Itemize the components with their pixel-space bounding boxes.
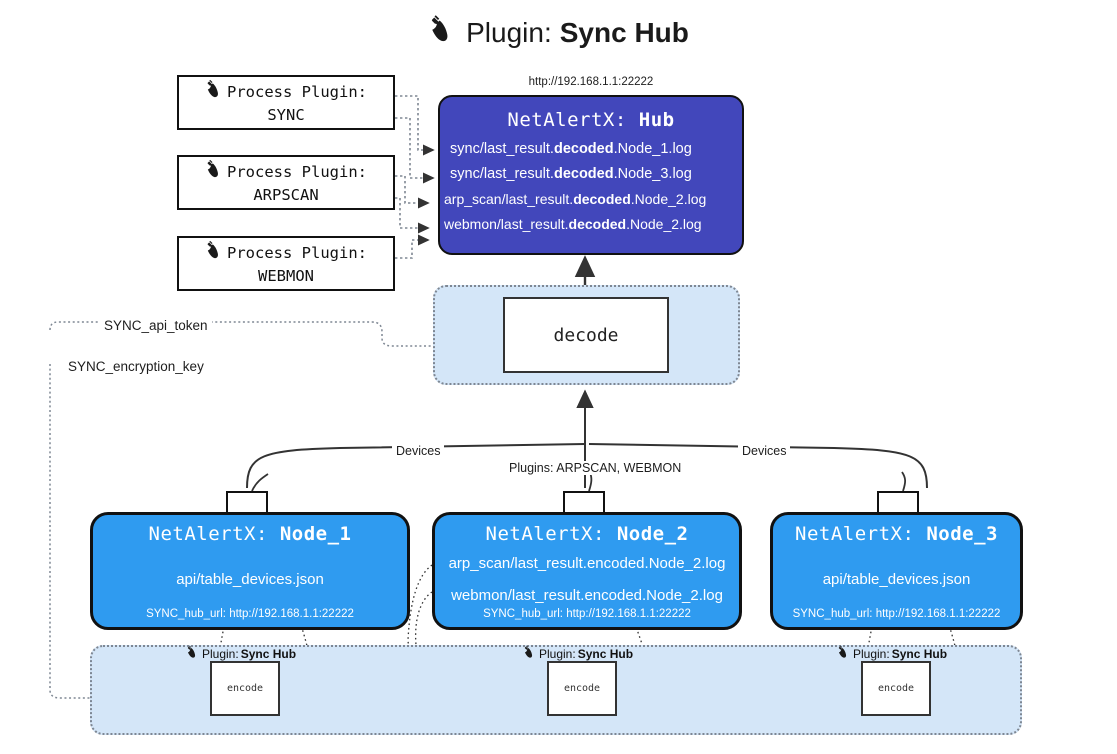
title-name: Sync Hub: [559, 16, 689, 48]
process-plugin-name: SYNC: [267, 106, 305, 124]
process-plugin-webmon-box[interactable]: Process Plugin: WEBMON: [177, 236, 395, 291]
plug-icon: [523, 645, 537, 662]
title-prefix: Plugin:: [466, 16, 552, 48]
edge-label-devices-left: Devices: [392, 444, 445, 458]
process-plugin-name: WEBMON: [258, 267, 314, 285]
node-2-box[interactable]: NetAlertX: Node_2 arp_scan/last_result.e…: [432, 512, 742, 630]
sync-encryption-key-label: SYNC_encryption_key: [64, 359, 208, 374]
node-3-box[interactable]: NetAlertX: Node_3 api/table_devices.json…: [770, 512, 1023, 630]
hub-url-label: http://192.168.1.1:22222: [528, 76, 654, 88]
encode-box-1[interactable]: encode: [210, 661, 280, 716]
node-line: arp_scan/last_result.encoded.Node_2.log: [448, 555, 726, 572]
encode-box-3[interactable]: encode: [861, 661, 931, 716]
plug-icon: [837, 645, 851, 662]
process-plugin-label: Process Plugin:: [227, 162, 367, 181]
hub-log-row: arp_scan/last_result.decoded.Node_2.log: [444, 191, 707, 207]
sync-api-token-label: SYNC_api_token: [100, 318, 212, 333]
node-line: webmon/last_result.encoded.Node_2.log: [451, 587, 723, 604]
process-plugin-label: Process Plugin:: [227, 243, 367, 262]
hub-log-row: sync/last_result.decoded.Node_1.log: [450, 141, 692, 157]
hub-title-prefix: NetAlertX:: [507, 109, 627, 131]
decode-box[interactable]: decode: [503, 297, 669, 373]
plug-icon: [428, 14, 458, 51]
hub-title: NetAlertX: Hub: [440, 109, 742, 131]
node-title: NetAlertX: Node_1: [148, 523, 352, 545]
node-hub-url: SYNC_hub_url: http://192.168.1.1:22222: [792, 608, 1001, 620]
node-line: api/table_devices.json: [176, 571, 324, 588]
encoder-3-plugin-label: Plugin:Sync Hub: [837, 645, 947, 662]
process-plugin-name: ARPSCAN: [253, 186, 319, 204]
hub-node-box[interactable]: NetAlertX: Hub sync/last_result.decoded.…: [438, 95, 744, 255]
hub-log-row: sync/last_result.decoded.Node_3.log: [450, 166, 692, 182]
node-hub-url: SYNC_hub_url: http://192.168.1.1:22222: [146, 608, 354, 620]
edge-label-plugins-center: Plugins: ARPSCAN, WEBMON: [505, 461, 686, 475]
hub-log-row: webmon/last_result.decoded.Node_2.log: [444, 216, 702, 232]
plug-icon: [205, 159, 225, 185]
hub-title-name: Hub: [638, 109, 675, 131]
node-title: NetAlertX: Node_3: [795, 523, 998, 545]
process-plugin-label: Process Plugin:: [227, 82, 367, 101]
edge-label-devices-right: Devices: [738, 444, 791, 458]
node-hub-url: SYNC_hub_url: http://192.168.1.1:22222: [483, 608, 691, 620]
encoder-1-plugin-label: Plugin:Sync Hub: [186, 645, 296, 662]
process-plugin-arpscan-box[interactable]: Process Plugin: ARPSCAN: [177, 155, 395, 210]
node-line: api/table_devices.json: [822, 571, 971, 588]
node-title: NetAlertX: Node_2: [485, 523, 689, 545]
node-1-box[interactable]: NetAlertX: Node_1 api/table_devices.json…: [90, 512, 410, 630]
encode-box-2[interactable]: encode: [547, 661, 617, 716]
page-title: Plugin: Sync Hub: [0, 14, 1117, 51]
process-plugin-sync-box[interactable]: Process Plugin: SYNC: [177, 75, 395, 130]
plug-icon: [186, 645, 200, 662]
plug-icon: [205, 79, 225, 105]
plug-icon: [205, 240, 225, 266]
encoder-2-plugin-label: Plugin:Sync Hub: [523, 645, 633, 662]
